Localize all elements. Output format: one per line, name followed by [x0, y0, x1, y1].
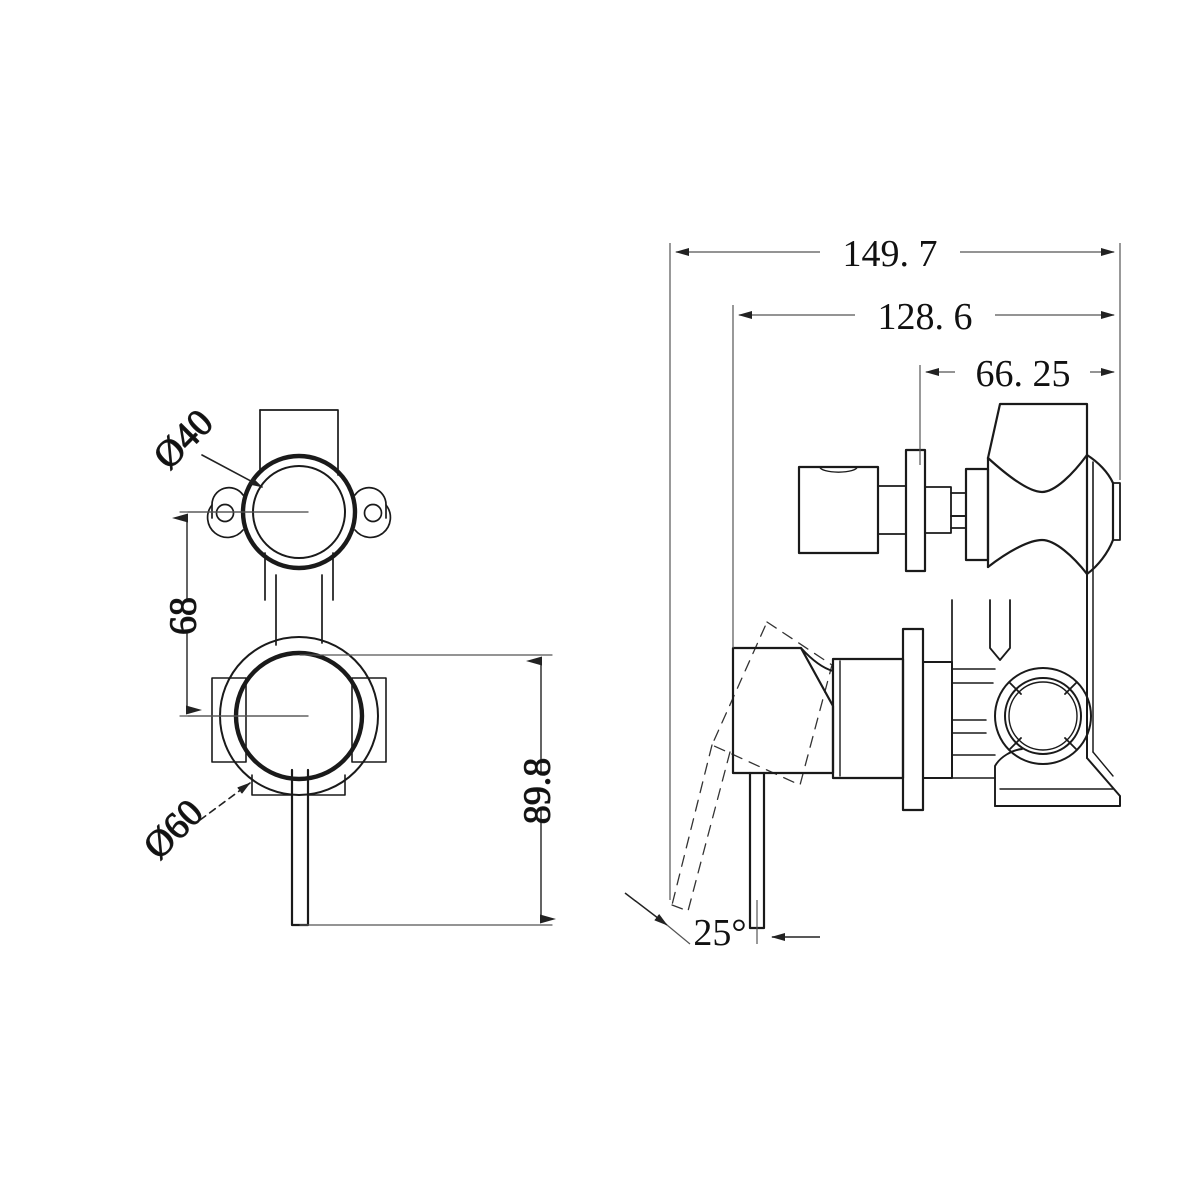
lower-valve-body	[922, 599, 1011, 779]
upper-body-rect	[259, 409, 339, 601]
lower-barrel	[831, 657, 905, 780]
dimension-89-8	[299, 654, 553, 926]
upper-shaft-nut	[924, 486, 967, 534]
lower-outlet-boss	[994, 667, 1092, 765]
upper-spindle	[877, 485, 907, 535]
dimension-25-deg-label: 25°	[693, 912, 746, 954]
upper-flange	[904, 448, 927, 573]
dimension-dia60-label: Ø60	[136, 792, 212, 868]
dimension-128-6-label: 128. 6	[878, 296, 973, 338]
side-view	[671, 402, 1121, 930]
dimension-149-7-label: 149. 7	[843, 233, 938, 275]
upper-mounting-lugs	[206, 486, 392, 539]
lower-flange	[901, 627, 925, 812]
lower-handle-block	[731, 646, 835, 775]
dimension-68	[179, 511, 301, 717]
dimension-25-deg	[624, 892, 820, 945]
side-view-dimensions: 149. 7 128. 6 66. 25 25°	[624, 233, 1121, 954]
upper-knob	[797, 465, 880, 555]
lever-handle	[290, 768, 310, 927]
dimension-dia60	[199, 782, 251, 821]
dimension-66-25-label: 66. 25	[976, 353, 1071, 395]
dimension-dia40	[201, 454, 263, 488]
dimension-89-8-label: 89.8	[517, 758, 559, 825]
upper-valve-body	[964, 402, 1121, 576]
dimension-68-label: 68	[163, 597, 205, 635]
extension-lines	[669, 243, 1121, 900]
front-view: Ø40 Ø60 68 89.8	[135, 401, 559, 927]
dimension-dia40-label: Ø40	[146, 402, 222, 478]
connecting-neck	[275, 574, 323, 646]
lower-side-tabs	[211, 677, 387, 796]
handle-phantom-position	[671, 621, 833, 912]
lower-right-wall	[951, 565, 1121, 807]
